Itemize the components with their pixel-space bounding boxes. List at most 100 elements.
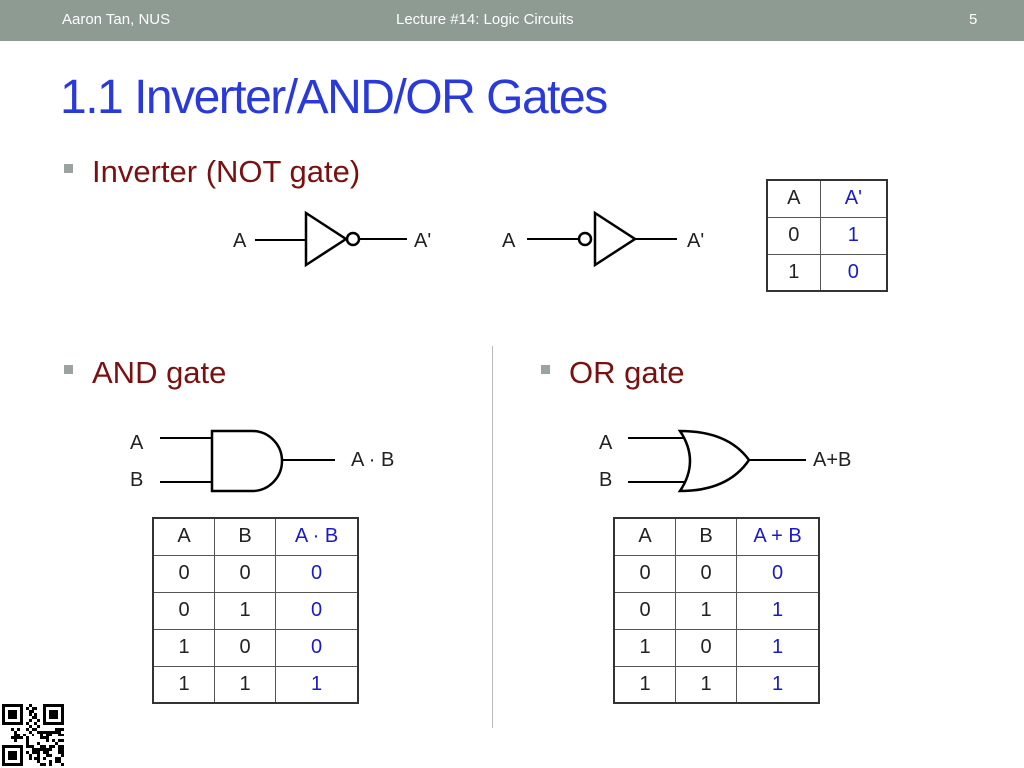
qr-module <box>61 715 64 719</box>
qr-module <box>13 721 17 725</box>
qr-module <box>58 727 62 731</box>
qr-module <box>49 730 53 734</box>
table-cell: 0 <box>152 591 215 630</box>
qr-module <box>28 754 32 758</box>
author-label: Aaron Tan, NUS <box>62 11 171 28</box>
qr-module <box>61 745 64 749</box>
lecture-title: Lecture #14: Logic Circuits <box>396 11 574 28</box>
qr-module <box>52 704 56 707</box>
table-row: 1 0 0 <box>152 628 359 667</box>
qr-module <box>7 763 11 766</box>
table-cell: 1 <box>613 628 676 667</box>
qr-module <box>13 712 17 716</box>
qr-module <box>58 757 62 761</box>
table-cell: 1 <box>766 253 821 292</box>
inverter2-input-label: A <box>502 230 516 252</box>
table-cell: 1 <box>675 665 737 704</box>
qr-module <box>43 748 47 752</box>
or-gate-icon <box>628 429 806 493</box>
qr-module <box>61 718 64 722</box>
qr-module <box>7 704 11 707</box>
qr-module <box>52 715 56 719</box>
table-row: 0 1 1 <box>613 591 820 630</box>
inverter-gate-icon <box>255 210 407 268</box>
qr-module <box>46 751 50 755</box>
qr-module <box>7 715 11 719</box>
qr-module <box>37 757 41 761</box>
qr-module <box>10 704 14 707</box>
qr-module <box>43 721 47 725</box>
qr-module <box>49 733 53 737</box>
qr-module <box>19 754 23 758</box>
qr-module <box>25 727 29 731</box>
qr-module <box>55 760 59 764</box>
qr-module <box>19 712 23 716</box>
qr-module <box>58 730 62 734</box>
qr-module <box>4 745 8 749</box>
qr-module <box>52 745 56 749</box>
qr-module <box>52 721 56 725</box>
qr-module <box>43 712 47 716</box>
qr-module <box>2 715 5 719</box>
qr-module <box>34 706 38 710</box>
qr-module <box>13 745 17 749</box>
qr-module <box>46 730 50 734</box>
qr-module <box>49 763 53 766</box>
qr-module <box>28 757 32 761</box>
qr-module <box>40 736 44 740</box>
qr-module <box>37 742 41 746</box>
qr-module <box>19 718 23 722</box>
qr-module <box>10 727 14 731</box>
table-header-cell: A <box>613 517 676 556</box>
table-cell: 0 <box>275 628 359 667</box>
qr-module <box>46 748 50 752</box>
and-input-a-label: A <box>130 432 144 454</box>
qr-module <box>43 709 47 713</box>
or-gate-bullet: OR gate <box>541 355 684 391</box>
table-cell: 1 <box>675 591 737 630</box>
qr-module <box>10 721 14 725</box>
qr-module <box>7 712 11 716</box>
qr-module <box>28 712 32 716</box>
qr-module <box>4 704 8 707</box>
qr-module <box>16 733 20 737</box>
qr-module <box>37 754 41 758</box>
qr-module <box>7 745 11 749</box>
qr-module <box>2 760 5 764</box>
bullet-square-icon <box>541 365 550 375</box>
qr-module <box>2 721 5 725</box>
or-truth-table: A B A + B 0 0 0 0 1 1 1 0 1 1 1 1 <box>613 517 820 704</box>
qr-module <box>25 751 29 755</box>
table-cell: 1 <box>736 665 820 704</box>
table-cell: 0 <box>613 591 676 630</box>
qr-module <box>19 721 23 725</box>
inverter-bullet: Inverter (NOT gate) <box>64 154 360 190</box>
and-output-label: A · B <box>351 449 395 471</box>
or-input-a-label: A <box>599 432 613 454</box>
qr-module <box>28 704 32 707</box>
table-cell: 0 <box>214 554 276 593</box>
table-cell: 1 <box>152 665 215 704</box>
qr-module <box>49 721 53 725</box>
qr-module <box>19 763 23 766</box>
qr-module <box>19 745 23 749</box>
qr-module <box>55 709 59 713</box>
inverter1-input-label: A <box>233 230 247 252</box>
qr-module <box>31 715 35 719</box>
qr-module <box>37 724 41 728</box>
qr-module <box>58 739 62 743</box>
table-cell: 0 <box>819 253 888 292</box>
qr-module <box>31 727 35 731</box>
qr-module <box>43 715 47 719</box>
table-row: A A' <box>766 179 888 218</box>
qr-module <box>19 706 23 710</box>
qr-module <box>22 733 26 737</box>
inverter1-output-label: A' <box>414 230 432 252</box>
table-header-cell: A · B <box>275 517 359 556</box>
qr-module <box>2 706 5 710</box>
qr-module <box>55 704 59 707</box>
qr-module <box>10 757 14 761</box>
qr-module <box>37 748 41 752</box>
qr-module <box>49 754 53 758</box>
table-cell: 1 <box>214 591 276 630</box>
